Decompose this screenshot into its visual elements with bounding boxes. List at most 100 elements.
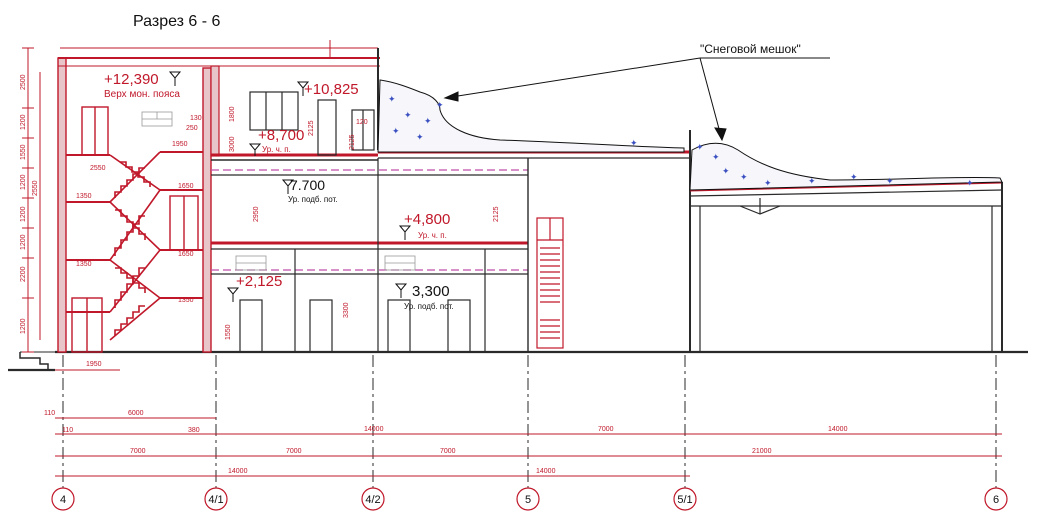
stair-landings: [66, 151, 203, 313]
entry-steps: [19, 352, 55, 371]
dim-bottom: 7000: [598, 426, 614, 433]
shelf-unit: [536, 217, 564, 349]
level-value: +10,825: [304, 81, 359, 98]
dim-misc: 120: [356, 119, 368, 126]
stair-block: [57, 40, 380, 353]
dim-left: 2200: [20, 266, 27, 282]
dim-left: 1200: [20, 234, 27, 250]
level-value: +12,390: [104, 71, 159, 88]
axis-bubbles: [51, 487, 1008, 511]
snow-note: "Снеговой мешок": [700, 42, 801, 56]
dim-misc: 2950: [253, 206, 260, 222]
left-dimension-chain: [22, 47, 41, 353]
axis-label: 5/1: [677, 494, 692, 506]
dim-bottom: 14000: [228, 468, 248, 475]
dim-misc: 2125: [308, 120, 315, 136]
dim-stair: 1350: [76, 261, 92, 268]
dim-left: 1200: [20, 206, 27, 222]
svg-text:✦: ✦: [740, 172, 748, 182]
upper-room: [210, 65, 378, 161]
svg-text:✦: ✦: [392, 126, 400, 136]
misc-dims: 1800 2125 3000 130 250 120 2950 2125 330…: [186, 106, 500, 340]
dim-bottom: 380: [188, 427, 200, 434]
stair-dims: 2550 1950 1350 1650 1350 1650 1350 1950: [76, 141, 194, 368]
dim-bottom: 7000: [440, 448, 456, 455]
axis-label: 4/2: [365, 494, 380, 506]
axis-labels: 4 4/1 4/2 5 5/1 6: [60, 494, 999, 506]
lower-doors: [239, 299, 471, 353]
svg-text:✦: ✦: [712, 152, 720, 162]
svg-text:✦: ✦: [424, 116, 432, 126]
dim-stair: 1650: [178, 183, 194, 190]
svg-text:✦: ✦: [416, 132, 424, 142]
dim-bottom: 21000: [752, 448, 772, 455]
dim-stair: 2550: [90, 165, 106, 172]
dim-misc: 3300: [343, 302, 350, 318]
dim-misc: 1800: [229, 106, 236, 122]
snow-drift: [377, 79, 1003, 191]
axis-label: 5: [525, 494, 531, 506]
level-value: +8,700: [258, 127, 304, 144]
svg-text:✦: ✦: [886, 176, 894, 186]
dim-bottom: 7000: [130, 448, 146, 455]
svg-text:✦: ✦: [966, 178, 974, 188]
svg-text:✦: ✦: [404, 110, 412, 120]
snow-leaders: [443, 57, 830, 142]
svg-text:✦: ✦: [388, 94, 396, 104]
svg-text:✦: ✦: [436, 100, 444, 110]
level-value: +4,800: [404, 211, 450, 228]
dim-left: 2550: [32, 180, 39, 196]
level-markers: [168, 71, 412, 302]
level-value: 3,300: [412, 283, 450, 300]
dim-stair: 1950: [172, 141, 188, 148]
dim-stair: 1950: [86, 361, 102, 368]
svg-text:✦: ✦: [808, 176, 816, 186]
level-caption: Ур. подб. пот.: [288, 195, 338, 204]
bottom-dims: 110 110 6000 380 14000 7000 14000 7000 7…: [44, 410, 848, 475]
ground-line: [8, 350, 1028, 372]
dim-bottom: 6000: [128, 410, 144, 417]
dim-misc: 1550: [225, 324, 232, 340]
svg-text:✦: ✦: [696, 142, 704, 152]
level-caption: Верх мон. пояса: [104, 89, 180, 100]
dimension-lines: [55, 369, 1002, 477]
axis-label: 4: [60, 494, 66, 506]
axis-grid-lines: [62, 355, 997, 488]
dim-stair: 1350: [76, 193, 92, 200]
brick-hatch: [141, 111, 416, 271]
stair-flights: [109, 151, 161, 341]
middle-floor: [211, 150, 690, 352]
axis-label: 6: [993, 494, 999, 506]
dim-misc: 250: [186, 125, 198, 132]
svg-text:✦: ✦: [764, 178, 772, 188]
dim-left: 1200: [20, 174, 27, 190]
svg-text:✦: ✦: [722, 166, 730, 176]
dim-stair: 1350: [178, 297, 194, 304]
dim-left: 2500: [20, 74, 27, 90]
dim-bottom: 14000: [828, 426, 848, 433]
dim-bottom: 14000: [536, 468, 556, 475]
dim-left: 1200: [20, 318, 27, 334]
level-value: +2,125: [236, 273, 282, 290]
dim-misc: 3000: [229, 136, 236, 152]
dim-stair: 1650: [178, 251, 194, 258]
dim-small: 110: [62, 427, 73, 434]
axis-label: 4/1: [208, 494, 223, 506]
dim-bottom: 7000: [286, 448, 302, 455]
level-labels: +12,390 Верх мон. пояса +10,825 +8,700 У…: [104, 71, 454, 311]
level-caption: Ур. ч. п.: [262, 145, 291, 154]
level-value: 7.700: [290, 177, 325, 193]
dim-misc: 2125: [349, 134, 356, 150]
doors: [71, 106, 199, 353]
dim-left: 1200: [20, 114, 27, 130]
svg-text:✦: ✦: [850, 172, 858, 182]
dim-left: 1550: [20, 144, 27, 160]
level-caption: Ур. подб. пот.: [404, 302, 454, 311]
level-caption: Ур. ч. п.: [418, 231, 447, 240]
dim-misc: 130: [190, 115, 202, 122]
svg-text:✦: ✦: [630, 138, 638, 148]
dim-bottom: 14000: [364, 426, 384, 433]
snow-stars: ✦✦✦ ✦✦✦ ✦ ✦✦✦ ✦✦✦ ✦✦✦: [388, 94, 974, 188]
dim-misc: 2125: [493, 206, 500, 222]
